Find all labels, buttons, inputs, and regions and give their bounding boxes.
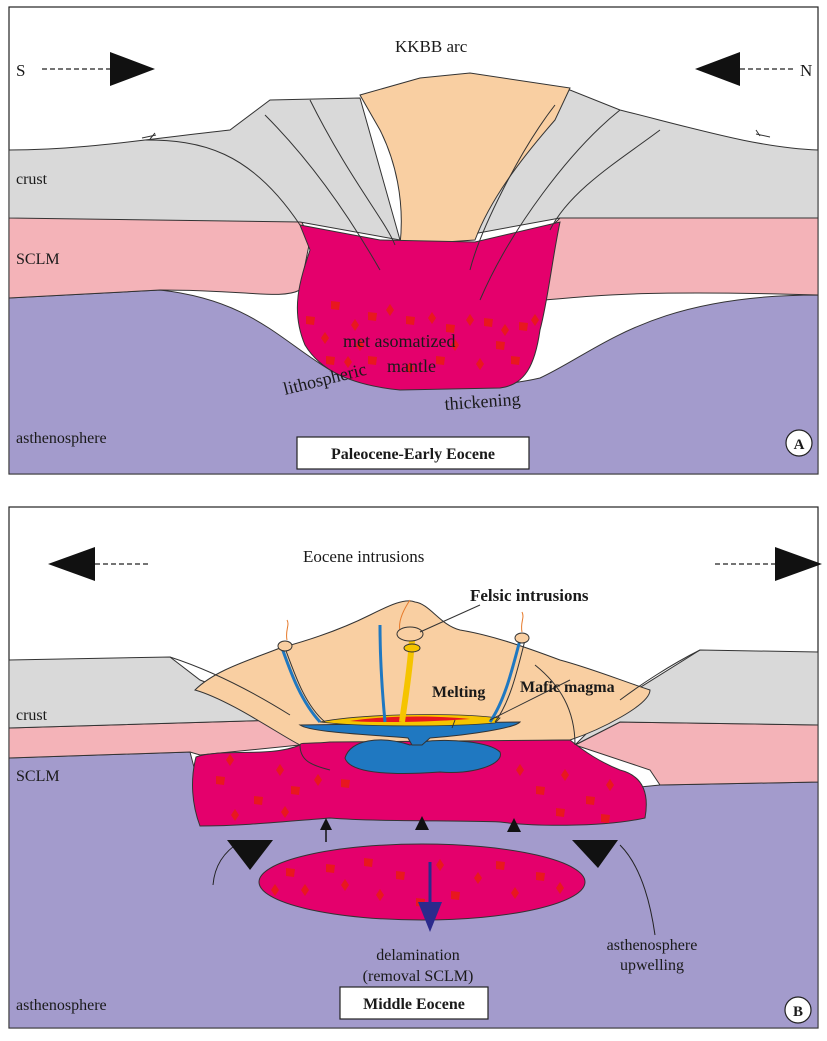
panel-b-sclm-label: SCLM bbox=[16, 768, 60, 785]
panel-a-title: KKBB arc bbox=[395, 37, 468, 56]
panel-a-asthenosphere-label: asthenosphere bbox=[16, 430, 107, 447]
panel-b-melting-label: Melting bbox=[432, 684, 485, 701]
panel-a-south-label: S bbox=[16, 61, 25, 80]
panel-b-crust-label: crust bbox=[16, 707, 48, 724]
panel-b-upwelling-label-2: upwelling bbox=[620, 957, 684, 974]
panel-b-mafic-label: Mafic magma bbox=[520, 679, 615, 696]
panel-b-panel-label: B bbox=[793, 1004, 803, 1020]
panel-a-north-label: N bbox=[800, 61, 812, 80]
panel-b-felsic-pod-right bbox=[515, 633, 529, 643]
panel-b-stage-label: Middle Eocene bbox=[363, 996, 465, 1013]
panel-b-upwelling-label-1: asthenosphere bbox=[607, 937, 698, 954]
panel-a-metasomatized-label-1: met asomatized bbox=[343, 331, 455, 351]
panel-b-delamination-label-2: (removal SCLM) bbox=[363, 968, 474, 985]
panel-a-panel-label: A bbox=[794, 437, 805, 453]
panel-a-metasomatized-label-2: mantle bbox=[387, 356, 436, 376]
panel-a-sclm-label: SCLM bbox=[16, 251, 60, 268]
panel-b-felsic-label: Felsic intrusions bbox=[470, 586, 589, 605]
panel-b-asthenosphere-label: asthenosphere bbox=[16, 997, 107, 1014]
panel-b-felsic-pod-mid bbox=[404, 644, 420, 652]
panel-b-felsic-pod-left bbox=[278, 641, 292, 651]
panel-b: Eocene intrusions Felsic intrusions Melt… bbox=[9, 507, 822, 1028]
panel-a-stage-label: Paleocene-Early Eocene bbox=[331, 446, 495, 463]
panel-a-crust-label: crust bbox=[16, 171, 48, 188]
panel-b-title: Eocene intrusions bbox=[303, 547, 424, 566]
panel-a: KKBB arc S N crust SCLM asthenosphere me… bbox=[9, 7, 818, 474]
panel-b-delamination-label-1: delamination bbox=[376, 947, 460, 964]
panel-b-felsic-pod-center bbox=[397, 627, 423, 641]
